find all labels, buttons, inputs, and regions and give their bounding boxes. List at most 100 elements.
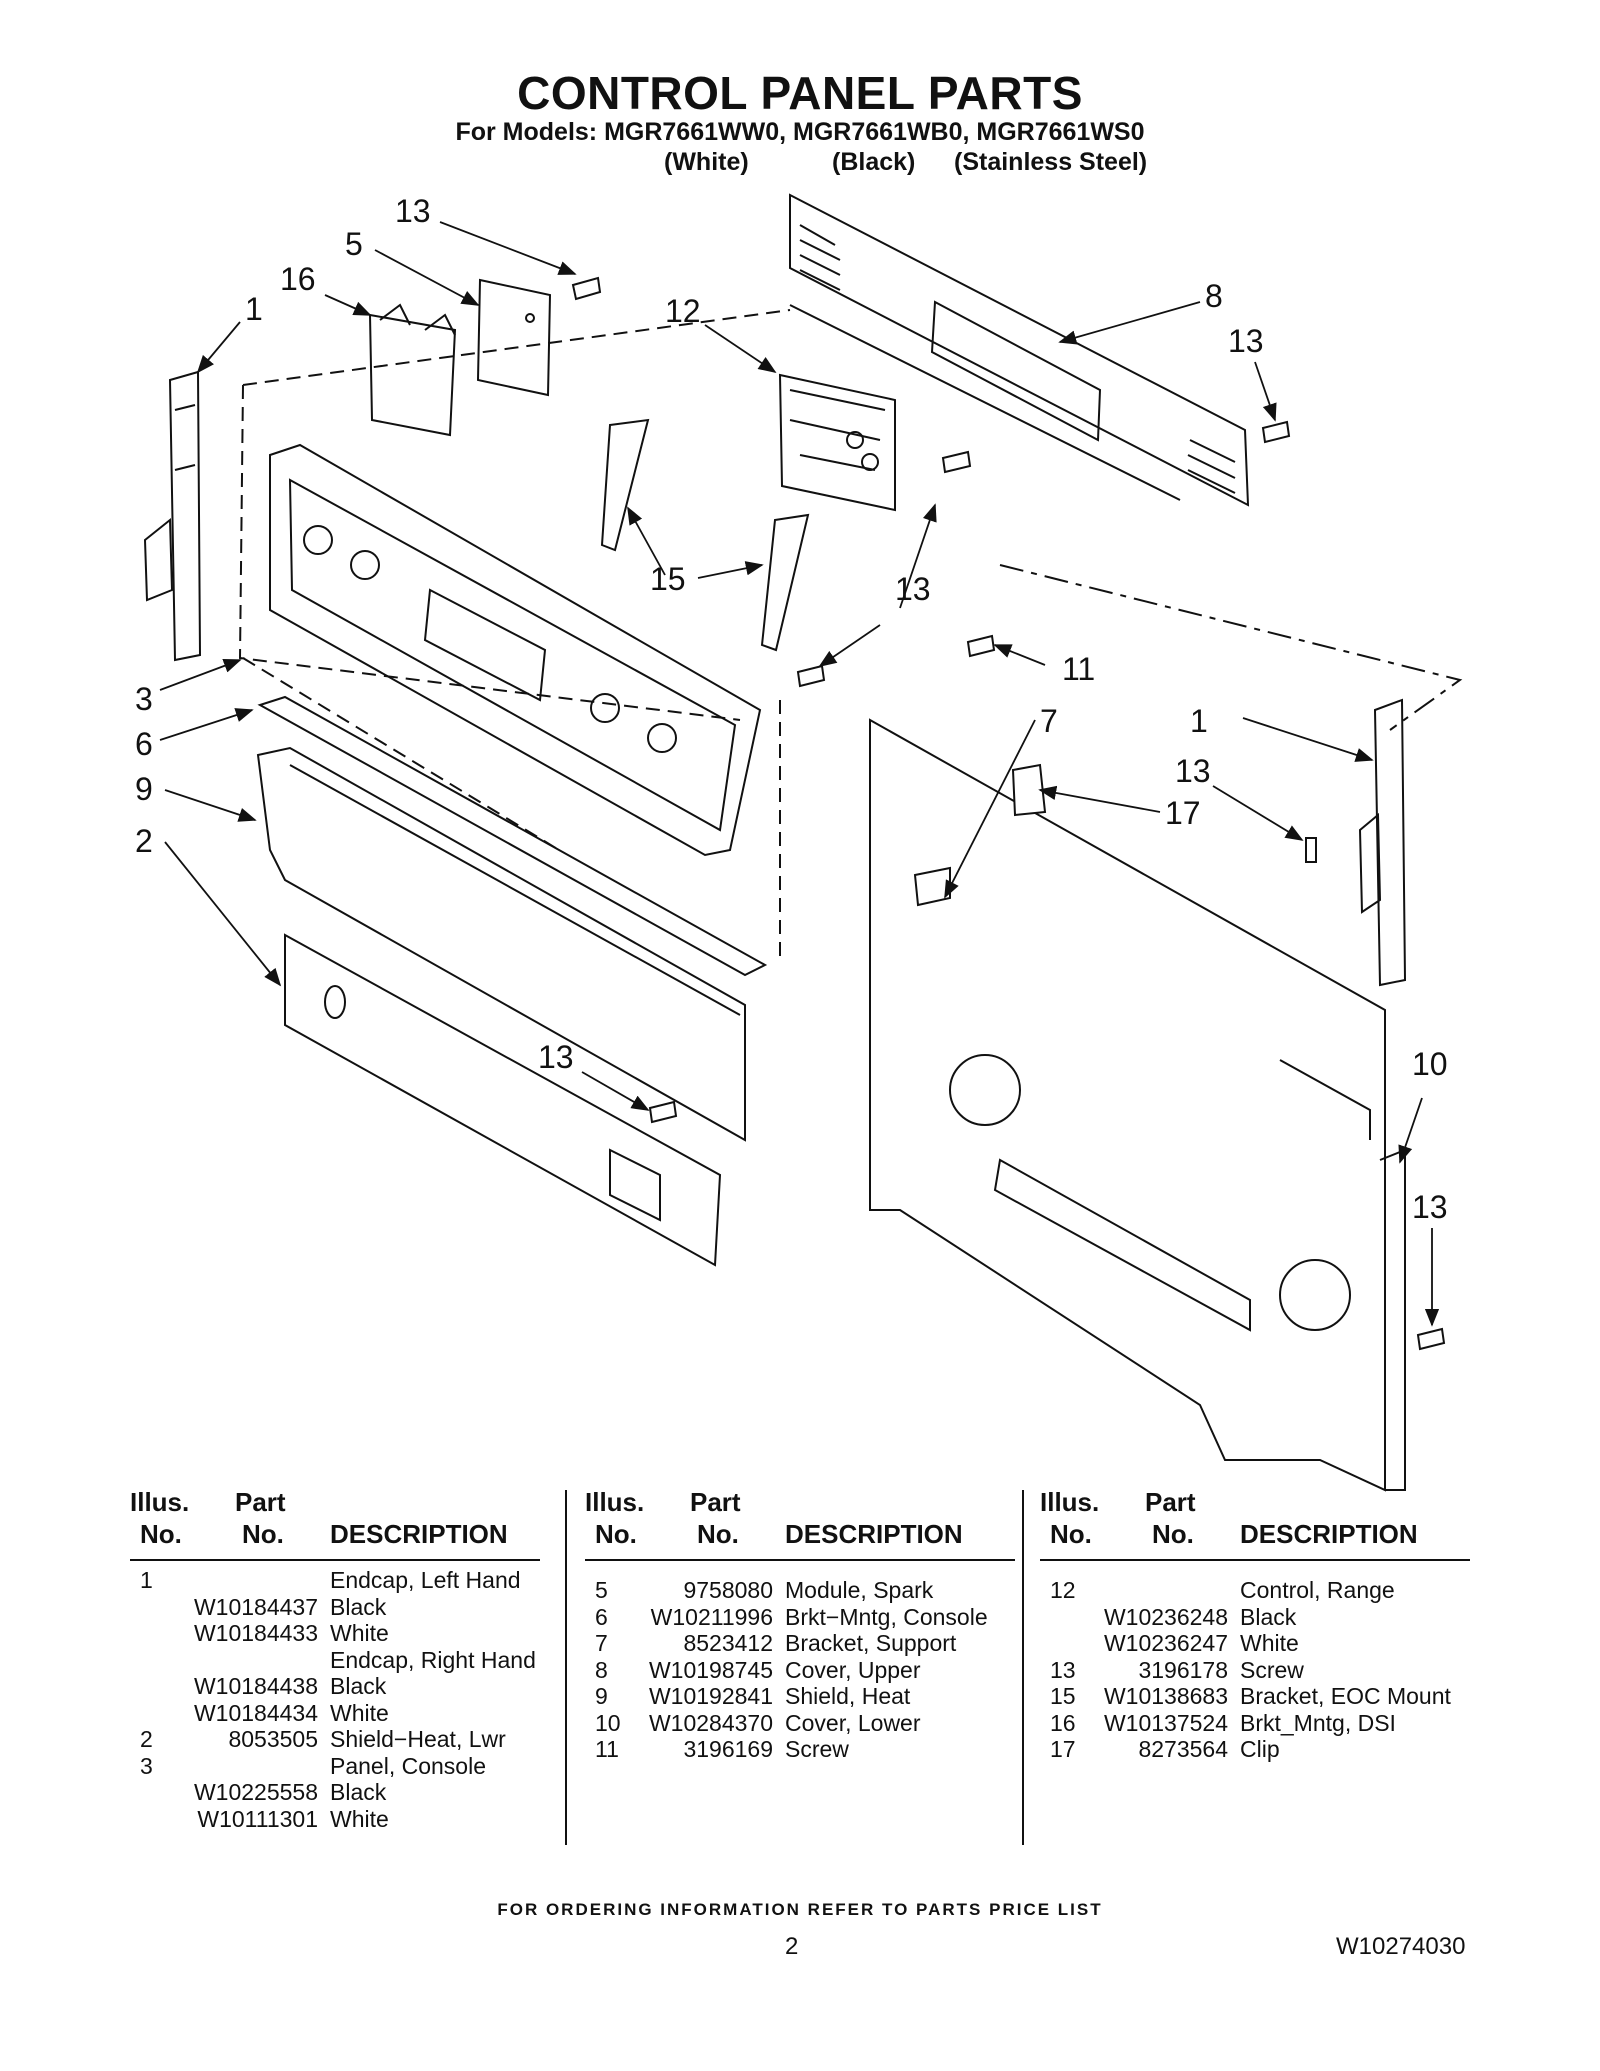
exploded-parts-diagram: 13 5 16 1 12 8 13 15 13 11 3 7 6 1 13 17… [135,193,1463,1492]
illus-number: 10 [595,1709,621,1736]
part-number: 3196178 [1138,1656,1228,1683]
document-number: W10274030 [1336,1933,1466,1960]
part-number: 8053505 [228,1726,318,1752]
callout-7: 7 [1040,703,1058,739]
part-number: W10236248 [1103,1603,1228,1630]
part-description: Bracket, EOC Mount [1240,1683,1451,1709]
callout-6: 6 [135,726,153,762]
callout-16: 16 [280,261,316,297]
part-number: W10137524 [1103,1709,1228,1736]
callout-5: 5 [345,226,363,262]
hdr-illus: Illus. [130,1487,190,1517]
column-divider [1022,1490,1024,1845]
heat-shield-drawing [256,746,746,1142]
part-number: W10184433 [193,1620,318,1646]
hdr-part-no: No. [242,1519,284,1549]
part-description: Bracket, Support [785,1630,957,1656]
part-description: Control, Range [1240,1577,1395,1603]
part-description: White [1240,1630,1299,1656]
callout-13d: 13 [1175,753,1211,789]
part-description: Shield−Heat, Lwr [330,1726,506,1752]
part-number: W10284370 [648,1709,773,1736]
range-control-drawing [778,373,896,512]
illus-number: 2 [140,1726,153,1752]
part-description: Shield, Heat [785,1683,911,1709]
illus-number: 12 [1050,1577,1076,1603]
upper-cover-drawing [789,193,1250,507]
callout-9: 9 [135,771,153,807]
part-number: W10184438 [193,1673,318,1699]
support-bracket-drawing [913,866,951,907]
hdr-part: Part [1145,1487,1196,1517]
callout-arrows [159,221,1440,1327]
hdr-illus: Illus. [1040,1487,1100,1517]
part-description: Module, Spark [785,1577,934,1603]
callout-1b: 1 [1190,703,1208,739]
hdr-part: Part [235,1487,286,1517]
part-description: Endcap, Left Hand [330,1567,521,1593]
callout-12: 12 [665,293,701,329]
clip-drawing [1011,763,1047,817]
part-description: Brkt−Mntg, Console [785,1603,988,1630]
part-description: Cover, Lower [785,1709,921,1736]
part-number: W10111301 [197,1805,318,1832]
assembly-outline [238,309,791,961]
part-number: W10211996 [650,1603,773,1630]
model-list: For Models: MGR7661WW0, MGR7661WB0, MGR7… [455,118,1145,146]
finish-white: (White) [664,148,749,176]
part-number: W10236247 [1103,1630,1228,1656]
spark-module-drawing [476,278,552,397]
hdr-illus-no: No. [595,1519,637,1549]
callout-2: 2 [135,823,153,859]
part-description: Black [1240,1603,1297,1630]
finish-black: (Black) [832,148,916,176]
illus-number: 1 [140,1567,153,1593]
illus-number: 5 [595,1577,608,1603]
illus-number: 16 [1050,1709,1076,1736]
callout-10: 10 [1412,1046,1448,1082]
illus-number: 13 [1050,1656,1076,1683]
illus-number: 7 [595,1630,608,1656]
hdr-part-no: No. [1152,1519,1194,1549]
part-description: White [330,1805,389,1832]
left-endcap-drawing [143,370,202,662]
part-number: W10198745 [648,1656,773,1683]
callout-15: 15 [650,561,686,597]
hdr-description: DESCRIPTION [785,1519,963,1549]
part-number: 3196169 [683,1736,773,1762]
right-endcap-drawing [1358,698,1407,987]
callout-13a: 13 [395,193,431,229]
part-description: White [330,1620,389,1646]
part-description: Screw [785,1736,849,1762]
part-number: 8273564 [1138,1736,1228,1762]
hdr-part-no: No. [697,1519,739,1549]
console-panel-drawing [269,443,762,857]
illus-number: 11 [595,1736,619,1762]
column-divider [565,1490,567,1845]
hdr-illus: Illus. [585,1487,645,1517]
part-description: Black [330,1673,387,1699]
illus-number: 6 [595,1603,608,1630]
part-description: Black [330,1593,387,1620]
callout-3: 3 [135,681,153,717]
hdr-description: DESCRIPTION [330,1519,508,1549]
lower-heat-shield-drawing [284,933,722,1267]
screw-drawings [571,276,1446,1351]
hdr-illus-no: No. [1050,1519,1092,1549]
part-description: Cover, Upper [785,1656,921,1683]
part-description: Clip [1240,1736,1280,1762]
part-description: Screw [1240,1656,1304,1683]
callout-13e: 13 [538,1039,574,1075]
callout-13f: 13 [1412,1189,1448,1225]
illus-number: 15 [1050,1683,1076,1709]
part-number: 8523412 [683,1630,773,1656]
callout-13b: 13 [1228,323,1264,359]
callout-labels: 13 5 16 1 12 8 13 15 13 11 3 7 6 1 13 17… [135,193,1448,1225]
illus-number: 8 [595,1656,608,1683]
eoc-bracket-drawing [600,418,810,652]
illus-number: 17 [1050,1736,1076,1762]
illus-number: 9 [595,1683,608,1709]
